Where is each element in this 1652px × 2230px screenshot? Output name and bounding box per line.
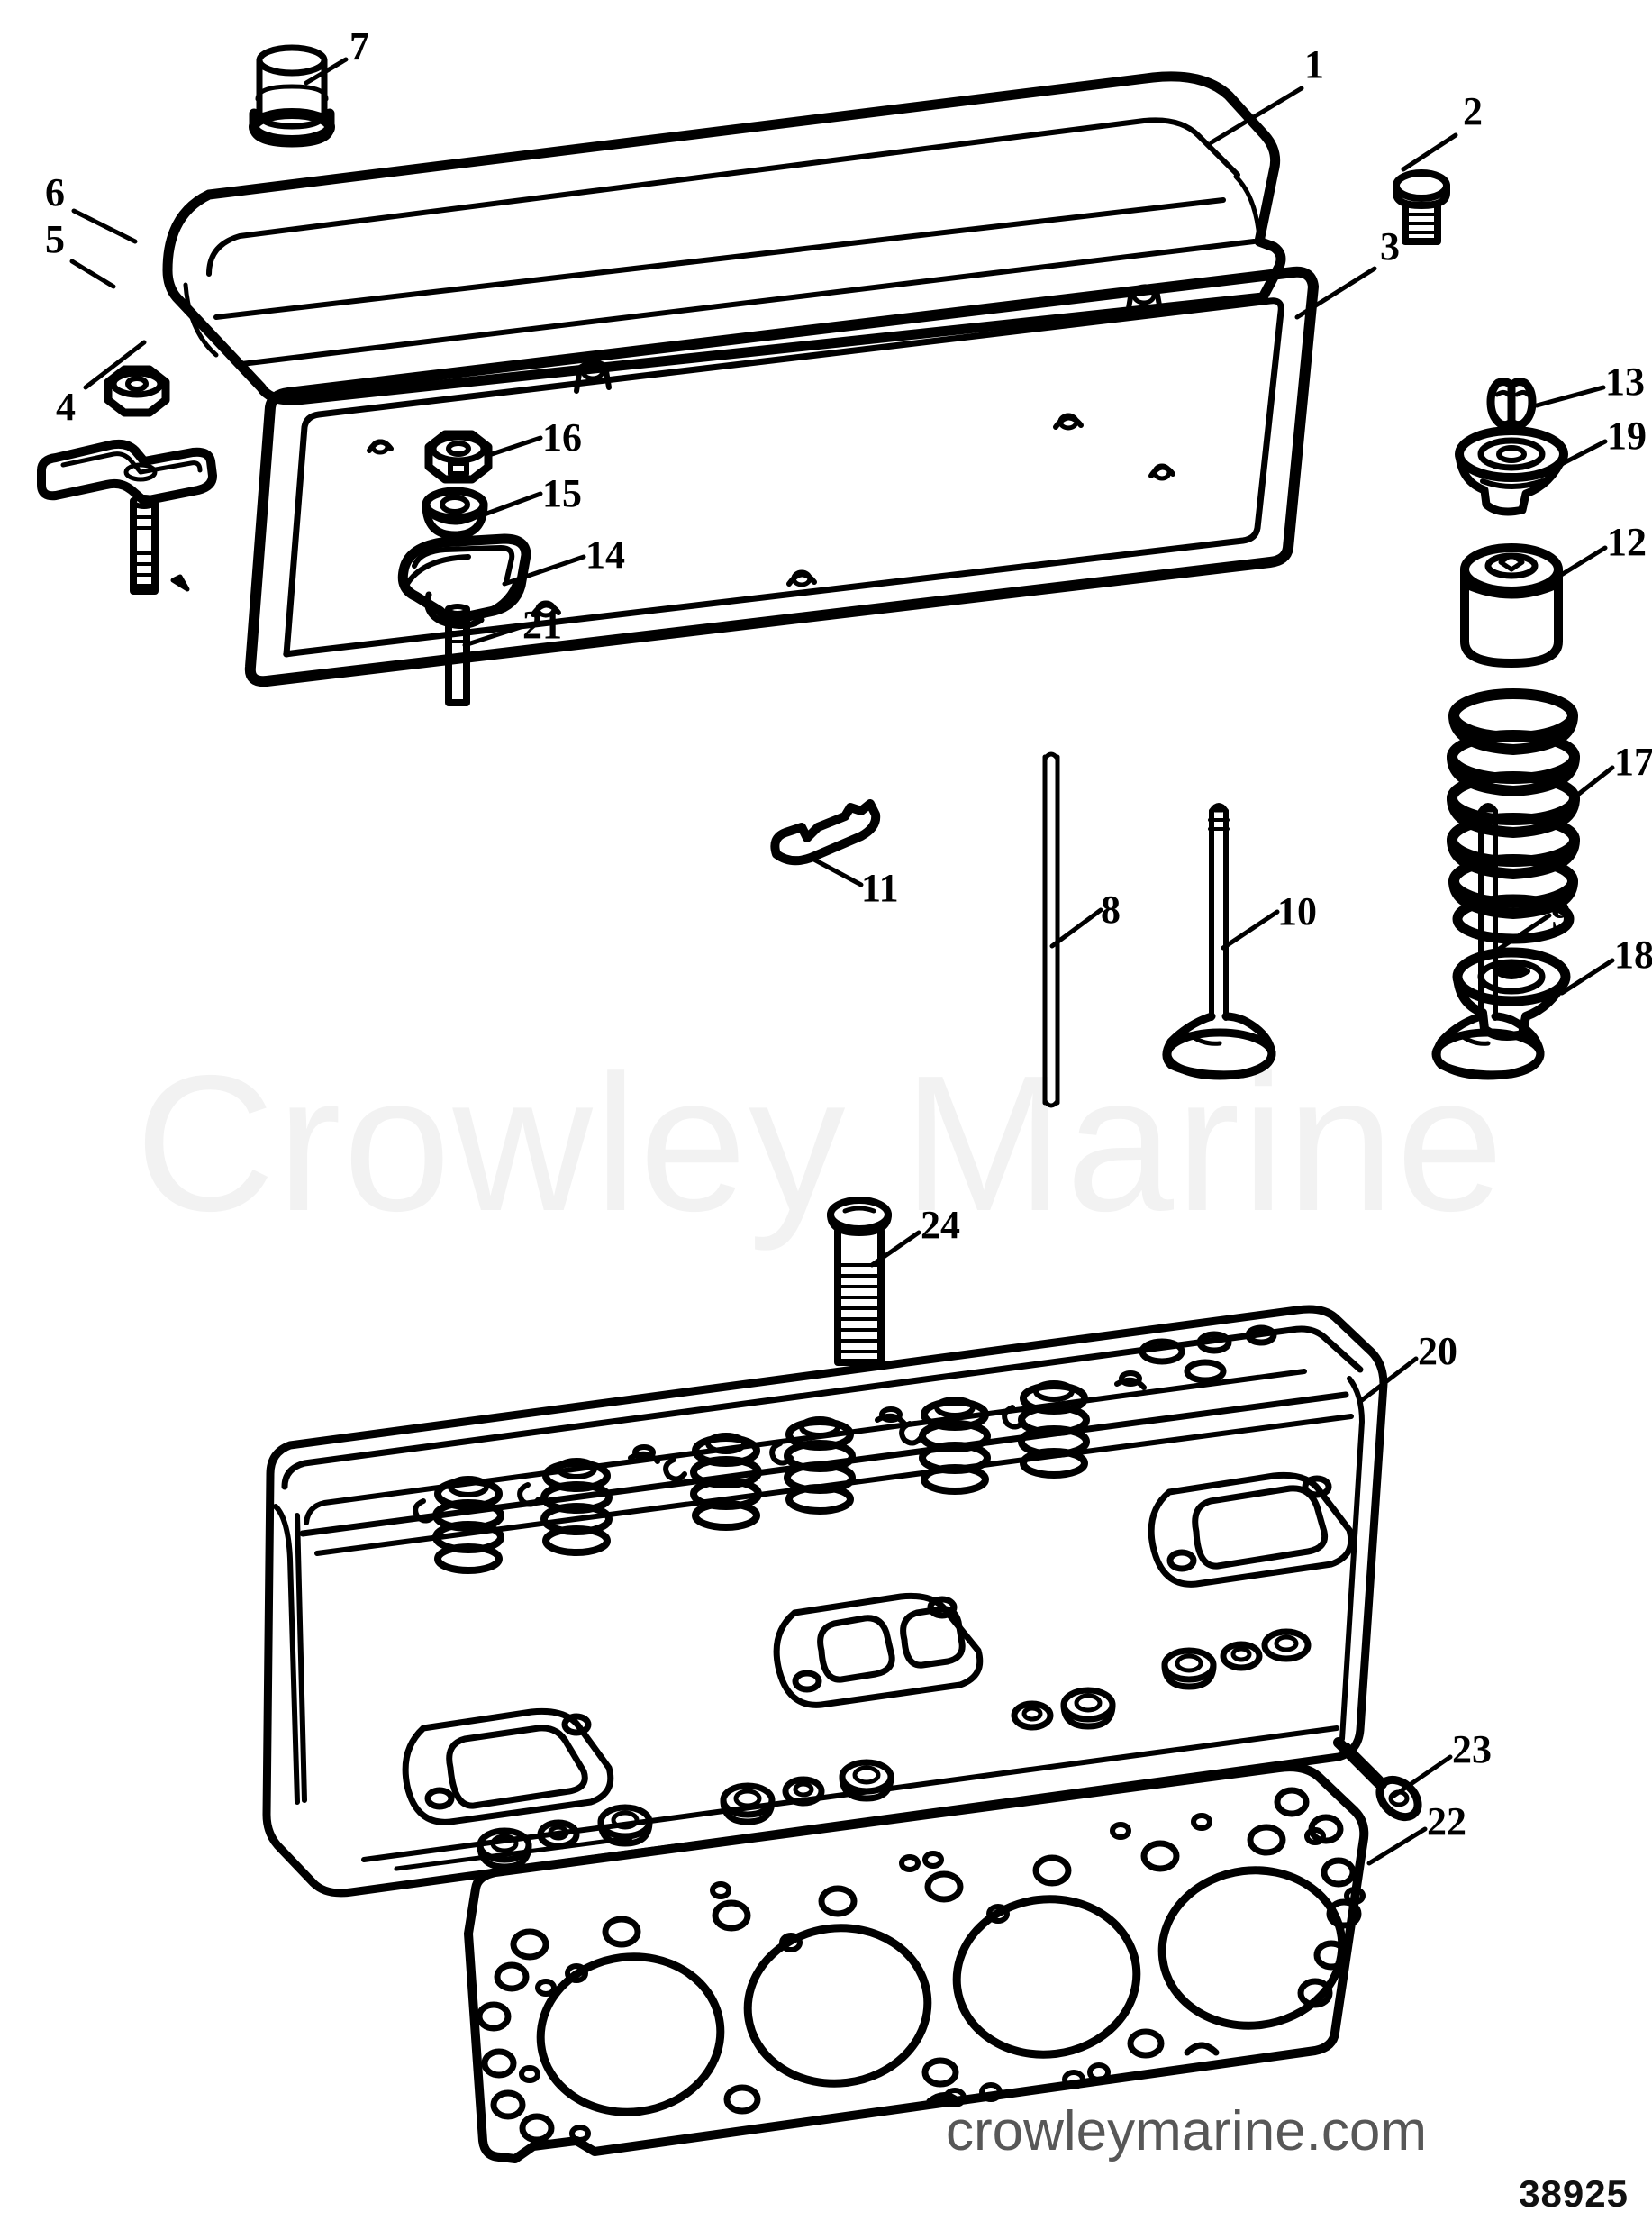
cover-screw-art xyxy=(1393,169,1450,245)
oil-filler-cap-art xyxy=(249,44,335,148)
cylinder-head-art xyxy=(262,1305,1388,1898)
diagram-part-number: 38925 xyxy=(1519,2172,1629,2215)
callout-17: 17 xyxy=(1614,740,1652,784)
valve-keepers-art xyxy=(1486,378,1537,430)
callout-5: 5 xyxy=(45,217,65,261)
callout-21: 21 xyxy=(522,603,562,647)
cover-stud-art xyxy=(130,495,190,595)
exhaust-valve-art xyxy=(1162,803,1276,1080)
push-rod-art xyxy=(1042,751,1060,1108)
valve-spring-art xyxy=(1447,688,1580,944)
valve-stem-seal-art xyxy=(1460,543,1563,668)
callout-13: 13 xyxy=(1605,360,1645,404)
rocker-arm-stud-art xyxy=(445,604,470,706)
callout-24: 24 xyxy=(921,1203,960,1247)
callout-7: 7 xyxy=(349,24,369,68)
leader-lines xyxy=(69,57,1615,1866)
cylinder-head-bolt-art xyxy=(827,1197,892,1366)
callout-9: 9 xyxy=(1551,893,1571,937)
callout-22: 22 xyxy=(1427,1799,1466,1843)
cover-stud-nut-art xyxy=(104,365,170,417)
callout-16: 16 xyxy=(542,415,582,460)
callout-6: 6 xyxy=(45,170,65,214)
rocker-cover-gasket-art xyxy=(244,266,1319,687)
cover-clamp-art xyxy=(37,439,217,505)
callout-8: 8 xyxy=(1101,887,1121,932)
valve-spring-retainer-art xyxy=(1455,426,1568,516)
valve-spring-seat-art xyxy=(1452,947,1571,1041)
callout-1: 1 xyxy=(1304,42,1324,86)
callout-11: 11 xyxy=(861,866,899,910)
callout-19: 19 xyxy=(1607,414,1647,458)
rocker-arm-art xyxy=(397,533,531,629)
valve-guide-plate-art xyxy=(770,799,881,866)
cylinder-head-gasket-art xyxy=(464,1762,1369,2163)
rocker-arm-nut-art xyxy=(424,430,493,484)
callout-4: 4 xyxy=(56,385,76,429)
callout-20: 20 xyxy=(1418,1329,1457,1373)
callout-18: 18 xyxy=(1614,933,1652,977)
callout-10: 10 xyxy=(1277,889,1317,933)
callout-15: 15 xyxy=(542,471,582,515)
callout-3: 3 xyxy=(1380,224,1400,269)
callout-23: 23 xyxy=(1452,1727,1492,1771)
callout-2: 2 xyxy=(1463,89,1483,133)
rocker-arm-ball-art xyxy=(422,487,488,540)
callout-12: 12 xyxy=(1607,520,1647,564)
callout-14: 14 xyxy=(585,532,625,577)
